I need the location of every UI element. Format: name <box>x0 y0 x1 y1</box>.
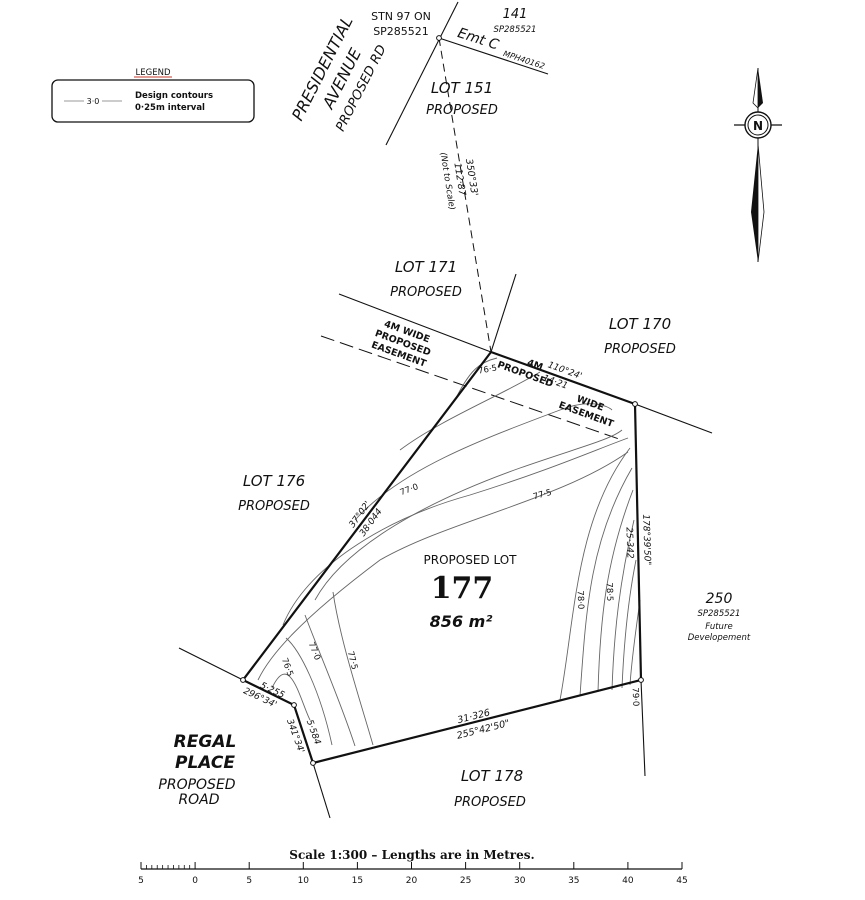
svg-text:LOT 176: LOT 176 <box>243 472 305 490</box>
svg-text:78·5: 78·5 <box>604 582 615 601</box>
svg-text:PROPOSED LOT: PROPOSED LOT <box>424 553 518 567</box>
lot-250-label: 250 SP285521 Future Developement <box>688 591 751 643</box>
scale-ticks: 5 0 5 10 15 20 25 30 35 40 45 <box>138 862 688 886</box>
svg-text:PROPOSED: PROPOSED <box>238 499 310 514</box>
easement-outer-label: 4M WIDE PROPOSED EASEMENT <box>370 319 433 370</box>
scale-tick-label: 5 <box>138 876 144 886</box>
svg-text:856 m²: 856 m² <box>430 612 493 631</box>
legend-contour-value: 3·0 <box>87 97 100 106</box>
svg-text:LOT 151: LOT 151 <box>431 79 493 97</box>
svg-text:141: 141 <box>503 7 528 22</box>
south-boundary-label: 31·326 255°42'50" <box>456 707 511 741</box>
svg-text:(Not to Scale): (Not to Scale) <box>438 152 457 211</box>
north-letter: N <box>753 119 763 133</box>
regal-place-label: REGAL PLACE PROPOSED ROAD <box>158 732 236 808</box>
road-and-lot-lines <box>178 1 713 819</box>
tie-line-label: 350°33' 112·87 (Not to Scale) <box>438 152 480 211</box>
svg-text:STN 97 ON: STN 97 ON <box>371 10 431 23</box>
svg-text:250: 250 <box>706 591 733 607</box>
svg-text:77·0: 77·0 <box>306 641 322 662</box>
north-arrow-icon: N <box>734 67 782 263</box>
scale-tick-label: 45 <box>676 876 687 886</box>
svg-text:25·342: 25·342 <box>623 527 634 559</box>
svg-text:PROPOSED: PROPOSED <box>604 342 676 357</box>
scale-tick-label: 15 <box>352 876 363 886</box>
svg-text:PLACE: PLACE <box>175 753 235 773</box>
legend-text-line2: 0·25m interval <box>135 103 205 113</box>
svg-text:LOT 171: LOT 171 <box>395 258 457 276</box>
svg-text:PROPOSED: PROPOSED <box>426 103 498 118</box>
scale-tick-label: 30 <box>514 876 526 886</box>
svg-text:SP285521: SP285521 <box>373 25 429 38</box>
scale-tick-label: 25 <box>460 876 471 886</box>
svg-text:PROPOSED: PROPOSED <box>454 795 526 810</box>
scale-tick-label: 5 <box>246 876 252 886</box>
svg-text:178°39'50": 178°39'50" <box>640 514 652 566</box>
lot-170-label: LOT 170 PROPOSED <box>604 315 676 357</box>
svg-text:79·0: 79·0 <box>630 687 641 706</box>
scale-tick-label: 20 <box>406 876 418 886</box>
svg-text:112·87: 112·87 <box>451 162 467 197</box>
svg-text:SP285521: SP285521 <box>698 609 741 619</box>
svg-text:PROPOSED: PROPOSED <box>158 777 235 793</box>
scale-tick-label: 40 <box>622 876 634 886</box>
svg-text:78·0: 78·0 <box>575 590 586 609</box>
station-label: STN 97 ON SP285521 <box>371 10 431 38</box>
lot-151-label: LOT 151 PROPOSED <box>426 79 498 118</box>
svg-text:MPH40162: MPH40162 <box>502 49 546 71</box>
scale-tick-label: 10 <box>298 876 310 886</box>
svg-text:4M: 4M <box>525 358 544 374</box>
scale-tick-label: 35 <box>568 876 579 886</box>
lot-141-label: 141 SP285521 <box>494 7 537 35</box>
svg-text:77·0: 77·0 <box>399 482 420 498</box>
sw-boundary-b-label: 5·584 341°34' <box>284 718 322 755</box>
svg-text:77·5: 77·5 <box>532 488 553 503</box>
svg-text:REGAL: REGAL <box>174 732 237 752</box>
svg-text:PROPOSED: PROPOSED <box>390 285 462 300</box>
scale-caption: Scale 1:300 – Lengths are in Metres. <box>289 848 534 862</box>
sw-boundary-a-label: 5·255 296°34' <box>242 681 287 711</box>
design-contours <box>257 357 641 747</box>
legend-title: LEGEND <box>136 68 171 78</box>
lot-176-label: LOT 176 PROPOSED <box>238 472 310 514</box>
legend-text-line1: Design contours <box>135 91 213 101</box>
legend-box <box>51 79 255 123</box>
svg-text:76·5: 76·5 <box>477 363 497 376</box>
legend: LEGEND 3·0 Design contours 0·25m interva… <box>51 68 255 123</box>
svg-text:77·5: 77·5 <box>345 650 359 671</box>
svg-text:SP285521: SP285521 <box>494 25 537 35</box>
svg-text:ROAD: ROAD <box>178 792 219 808</box>
svg-text:177: 177 <box>431 571 494 606</box>
lot-177-boundary <box>240 350 644 766</box>
lot-178-label: LOT 178 PROPOSED <box>454 767 526 810</box>
svg-text:LOT 178: LOT 178 <box>461 767 523 785</box>
east-boundary-label: 178°39'50" 25·342 <box>623 514 651 566</box>
svg-text:341°34': 341°34' <box>284 718 306 755</box>
svg-text:LOT 170: LOT 170 <box>609 315 671 333</box>
lot-171-label: LOT 171 PROPOSED <box>390 258 462 300</box>
scale-tick-label: 0 <box>192 876 198 886</box>
lot-177-label: PROPOSED LOT 177 856 m² <box>424 553 518 631</box>
svg-text:Developement: Developement <box>688 633 751 643</box>
svg-text:Future: Future <box>705 622 732 632</box>
